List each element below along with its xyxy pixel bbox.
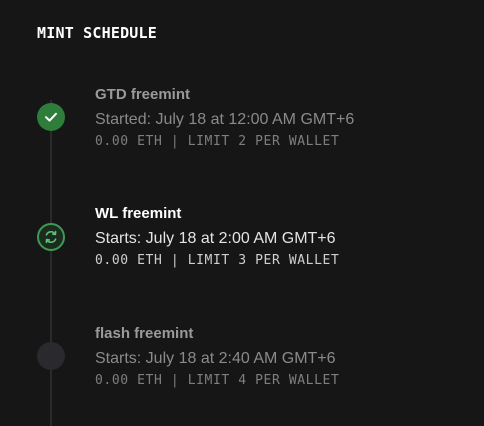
phase-wl-freemint: WL freemint Starts: July 18 at 2:00 AM G…: [95, 205, 339, 269]
phase-details: 0.00 ETH | LIMIT 4 PER WALLET: [95, 373, 340, 388]
refresh-icon: [45, 230, 57, 244]
phase-name: WL freemint: [95, 205, 182, 222]
phase-time: Starts: July 18 at 2:40 AM GMT+6: [95, 350, 336, 367]
phase-time: Started: July 18 at 12:00 AM GMT+6: [95, 111, 355, 128]
timeline-line: [50, 100, 52, 426]
phase-details: 0.00 ETH | LIMIT 2 PER WALLET: [95, 134, 340, 149]
check-icon: [45, 112, 57, 122]
status-upcoming-node: [37, 342, 65, 370]
phase-details: 0.00 ETH | LIMIT 3 PER WALLET: [95, 253, 340, 268]
section-title: MINT SCHEDULE: [37, 24, 157, 42]
status-completed-node: [37, 103, 65, 131]
phase-name: GTD freemint: [95, 86, 191, 103]
phase-gtd-freemint: GTD freemint Started: July 18 at 12:00 A…: [95, 86, 354, 150]
phase-time: Starts: July 18 at 2:00 AM GMT+6: [95, 230, 336, 247]
phase-flash-freemint: flash freemint Starts: July 18 at 2:40 A…: [95, 325, 339, 389]
phase-name: flash freemint: [95, 325, 194, 342]
status-active-node: [37, 223, 65, 251]
